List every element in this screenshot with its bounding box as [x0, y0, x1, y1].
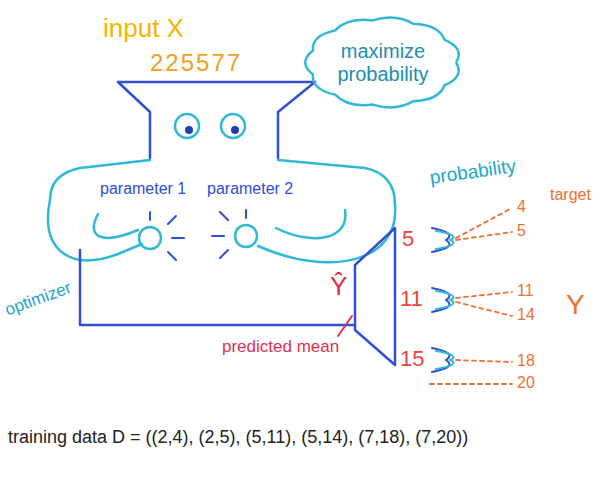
goal-cloud: maximize probability — [300, 10, 466, 115]
pupil — [185, 126, 193, 134]
distribution-curves — [436, 231, 453, 369]
target-lines — [430, 208, 512, 384]
pupil — [231, 126, 239, 134]
target-value: 11 — [517, 282, 534, 300]
target-value: 14 — [517, 306, 535, 324]
output-funnel — [355, 228, 395, 365]
predicted-value: 11 — [400, 287, 423, 311]
target-label: target — [550, 186, 591, 204]
parameter-label: parameter 2 — [207, 180, 293, 198]
training-data: training data D = ((2,4), (2,5), (5,11),… — [8, 428, 468, 448]
target-value: 4 — [517, 198, 526, 216]
sparkles — [150, 210, 246, 260]
target-value: 20 — [517, 374, 535, 392]
target-value: 18 — [517, 352, 535, 370]
left-arm — [94, 214, 138, 238]
target-symbol: Y — [566, 290, 585, 321]
right-arm — [258, 205, 395, 262]
prediction-symbol: Ŷ — [330, 272, 347, 301]
eye — [221, 114, 245, 138]
target-value: 5 — [517, 222, 526, 240]
right-fist — [235, 225, 257, 247]
input-funnel — [118, 82, 315, 158]
probability-label: probability — [429, 156, 518, 189]
input-values: 225577 — [150, 50, 242, 76]
input-label: input X — [103, 14, 184, 43]
left-arm — [48, 200, 142, 260]
leader-line — [338, 316, 352, 336]
cloud-text: maximize probability — [325, 40, 441, 86]
predicted-value: 5 — [402, 227, 414, 251]
predicted-value: 15 — [400, 347, 424, 371]
body-outline — [80, 250, 355, 325]
right-arm — [276, 210, 345, 238]
cloud-outline — [305, 18, 458, 108]
predicted-mean-label: predicted mean — [222, 338, 339, 357]
distribution-curves — [432, 228, 449, 372]
optimizer-label: optimizer — [3, 279, 74, 320]
parameter-label: parameter 1 — [100, 180, 186, 198]
eye — [175, 114, 199, 138]
shoulder — [278, 160, 395, 205]
left-fist — [139, 227, 161, 249]
